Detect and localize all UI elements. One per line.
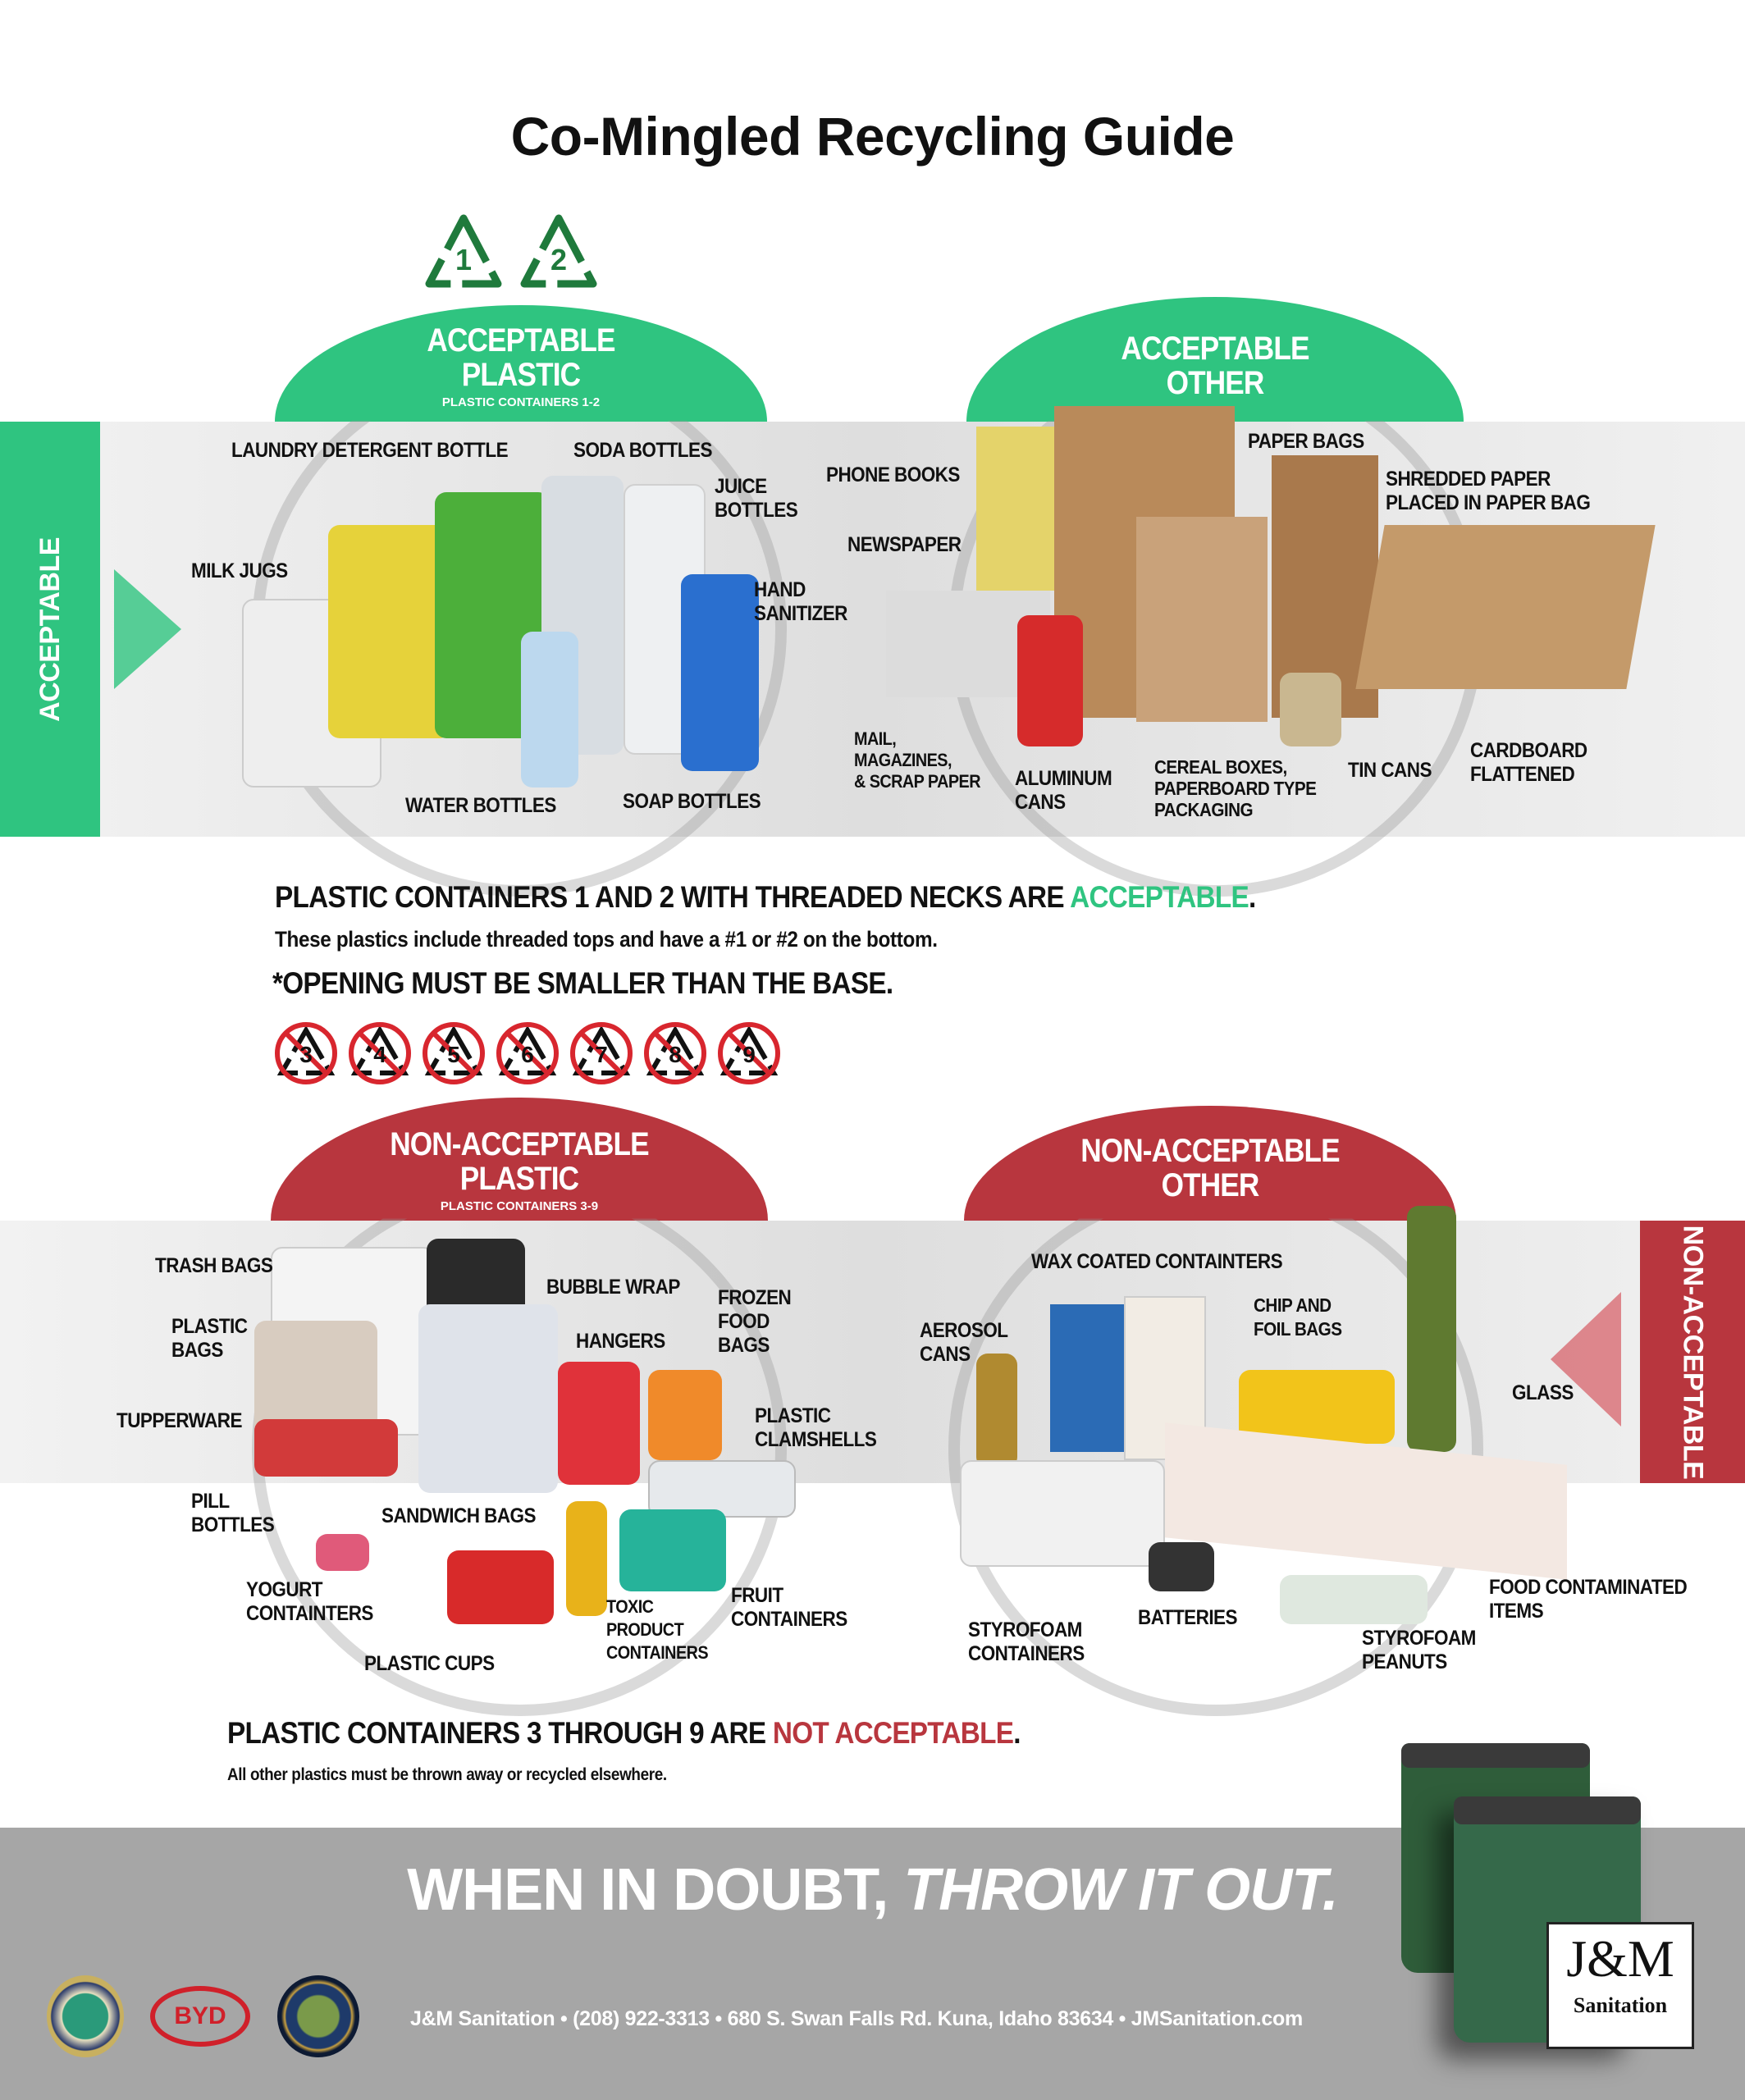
label-newspaper: NEWSPAPER bbox=[847, 533, 962, 556]
styrofoam-container-image bbox=[960, 1460, 1165, 1567]
non-acceptable-other-header: NON-ACCEPTABLE OTHER bbox=[964, 1106, 1456, 1221]
label-soap-bottles: SOAP BOTTLES bbox=[623, 790, 761, 813]
acceptable-plastic-icons: 1 2 bbox=[423, 212, 600, 294]
label-soda-bottles: SODA BOTTLES bbox=[573, 439, 712, 462]
aerosol-can-image bbox=[976, 1354, 1017, 1468]
label-sandwich-bags: SANDWICH BAGS bbox=[381, 1504, 537, 1527]
acceptable-plastic-header: ACCEPTABLE PLASTIC PLASTIC CONTAINERS 1-… bbox=[275, 305, 767, 422]
label-batteries: BATTERIES bbox=[1138, 1606, 1238, 1629]
recycle-9-crossed-icon: 9 bbox=[716, 1020, 782, 1086]
label-toxic-product-containers: TOXIC PRODUCT CONTAINERS bbox=[606, 1596, 709, 1663]
fruit-basket-image bbox=[619, 1509, 726, 1591]
label-hangers: HANGERS bbox=[576, 1330, 665, 1353]
label-wax-coated-containers: WAX COATED CONTAINTERS bbox=[1031, 1250, 1283, 1273]
acceptable-arrow-icon bbox=[114, 569, 181, 689]
label-tupperware: TUPPERWARE bbox=[116, 1409, 242, 1432]
label-plastic-cups: PLASTIC CUPS bbox=[364, 1652, 495, 1675]
recycle-2-icon: 2 bbox=[518, 212, 600, 294]
label-glass: GLASS bbox=[1512, 1381, 1574, 1404]
label-styrofoam-peanuts: STYROFOAM PEANUTS bbox=[1362, 1627, 1476, 1673]
non-acceptable-note: All other plastics must be thrown away o… bbox=[227, 1765, 667, 1784]
laundry-bottle-image bbox=[328, 525, 451, 738]
bubble-wrap-image bbox=[418, 1304, 558, 1493]
label-cardboard: CARDBOARD FLATTENED bbox=[1470, 739, 1587, 786]
label-aerosol-cans: AEROSOL CANS bbox=[920, 1319, 1008, 1366]
recycle-7-crossed-icon: 7 bbox=[569, 1020, 634, 1086]
label-milk-jugs: MILK JUGS bbox=[191, 559, 288, 582]
label-plastic-clamshells: PLASTIC CLAMSHELLS bbox=[755, 1404, 877, 1451]
label-frozen-food-bags: FROZEN FOOD BAGS bbox=[718, 1286, 792, 1357]
plastic-bag-image bbox=[254, 1321, 377, 1436]
frozen-food-bag-image bbox=[648, 1370, 722, 1460]
recycle-4-crossed-icon: 4 bbox=[347, 1020, 413, 1086]
recycle-8-crossed-icon: 8 bbox=[642, 1020, 708, 1086]
label-fruit-containers: FRUIT CONTAINERS bbox=[731, 1584, 847, 1631]
label-aluminum-cans: ALUMINUM CANS bbox=[1015, 767, 1112, 814]
label-styrofoam-containers: STYROFOAM CONTAINERS bbox=[968, 1618, 1085, 1665]
glass-bottle-image bbox=[1407, 1206, 1456, 1452]
opening-note: *OPENING MUST BE SMALLER THAN THE BASE. bbox=[272, 966, 893, 1000]
water-bottle-image bbox=[521, 632, 578, 788]
hangers-image bbox=[558, 1362, 640, 1485]
non-acceptable-arrow-icon bbox=[1551, 1292, 1621, 1427]
label-cereal-boxes: CEREAL BOXES, PAPERBOARD TYPE PACKAGING bbox=[1154, 756, 1317, 820]
label-food-contaminated: FOOD CONTAMINATED ITEMS bbox=[1489, 1576, 1688, 1623]
label-plastic-bags: PLASTIC BAGS bbox=[171, 1315, 248, 1362]
recycle-1-icon: 1 bbox=[423, 212, 505, 294]
label-laundry-detergent-bottle: LAUNDRY DETERGENT BOTTLE bbox=[231, 439, 509, 462]
label-hand-sanitizer: HAND SANITIZER bbox=[754, 578, 847, 625]
styrofoam-peanuts-image bbox=[1280, 1575, 1428, 1624]
acceptable-statement: PLASTIC CONTAINERS 1 AND 2 WITH THREADED… bbox=[275, 880, 1256, 914]
recycle-5-crossed-icon: 5 bbox=[421, 1020, 486, 1086]
acceptable-note: These plastics include threaded tops and… bbox=[275, 927, 938, 952]
label-juice-bottles: JUICE BOTTLES bbox=[715, 475, 798, 522]
non-acceptable-statement: PLASTIC CONTAINERS 3 THROUGH 9 ARE NOT A… bbox=[227, 1716, 1021, 1750]
non-acceptable-plastic-header: NON-ACCEPTABLE PLASTIC PLASTIC CONTAINER… bbox=[271, 1098, 768, 1221]
tupperware-image bbox=[254, 1419, 398, 1477]
non-acceptable-tab: NON-ACCEPTABLE bbox=[1640, 1221, 1745, 1483]
label-paper-bags: PAPER BAGS bbox=[1248, 430, 1364, 453]
label-phone-books: PHONE BOOKS bbox=[826, 463, 960, 486]
chip-bags-image bbox=[1239, 1370, 1395, 1444]
acceptable-other-header: ACCEPTABLE OTHER bbox=[966, 297, 1464, 422]
aluminum-can-image bbox=[1017, 615, 1083, 746]
deq-logo bbox=[47, 1975, 124, 2057]
label-tin-cans: TIN CANS bbox=[1348, 759, 1432, 782]
footer-slogan: WHEN IN DOUBT, THROW IT OUT. bbox=[407, 1857, 1339, 1923]
label-water-bottles: WATER BOTTLES bbox=[405, 794, 556, 817]
label-pill-bottles: PILL BOTTLES bbox=[191, 1490, 275, 1536]
oatmeal-box-image bbox=[1136, 517, 1268, 722]
cardboard-image bbox=[1355, 525, 1656, 689]
toxic-bottle-image bbox=[566, 1501, 607, 1616]
recycle-6-crossed-icon: 6 bbox=[495, 1020, 560, 1086]
byd-logo: BYD bbox=[150, 1986, 250, 2047]
label-mail-magazines: MAIL, MAGAZINES, & SCRAP PAPER bbox=[854, 728, 981, 792]
phone-books-image bbox=[976, 427, 1067, 591]
label-bubble-wrap: BUBBLE WRAP bbox=[546, 1276, 680, 1299]
plastic-cups-image bbox=[447, 1550, 554, 1624]
recycle-3-crossed-icon: 3 bbox=[273, 1020, 339, 1086]
label-shredded-paper: SHREDDED PAPER PLACED IN PAPER BAG bbox=[1386, 468, 1591, 514]
clamshell-image bbox=[648, 1460, 796, 1518]
label-chip-foil-bags: CHIP AND FOIL BAGS bbox=[1254, 1294, 1342, 1340]
soap-bottle-image bbox=[681, 574, 759, 771]
label-trash-bags: TRASH BAGS bbox=[155, 1254, 273, 1277]
acceptable-tab: ACCEPTABLE bbox=[0, 422, 100, 837]
page-title: Co-Mingled Recycling Guide bbox=[510, 106, 1235, 167]
batteries-image bbox=[1149, 1542, 1214, 1591]
label-yogurt-containers: YOGURT CONTAINTERS bbox=[246, 1578, 373, 1625]
kuna-seal-logo bbox=[277, 1975, 359, 2057]
tin-can-image bbox=[1280, 673, 1341, 746]
yogurt-image bbox=[316, 1534, 369, 1571]
contact-info: J&M Sanitation • (208) 922-3313 • 680 S.… bbox=[410, 2007, 1303, 2030]
almond-milk-carton-image bbox=[1050, 1304, 1124, 1452]
jm-sanitation-logo: J&M Sanitation bbox=[1546, 1922, 1694, 2049]
